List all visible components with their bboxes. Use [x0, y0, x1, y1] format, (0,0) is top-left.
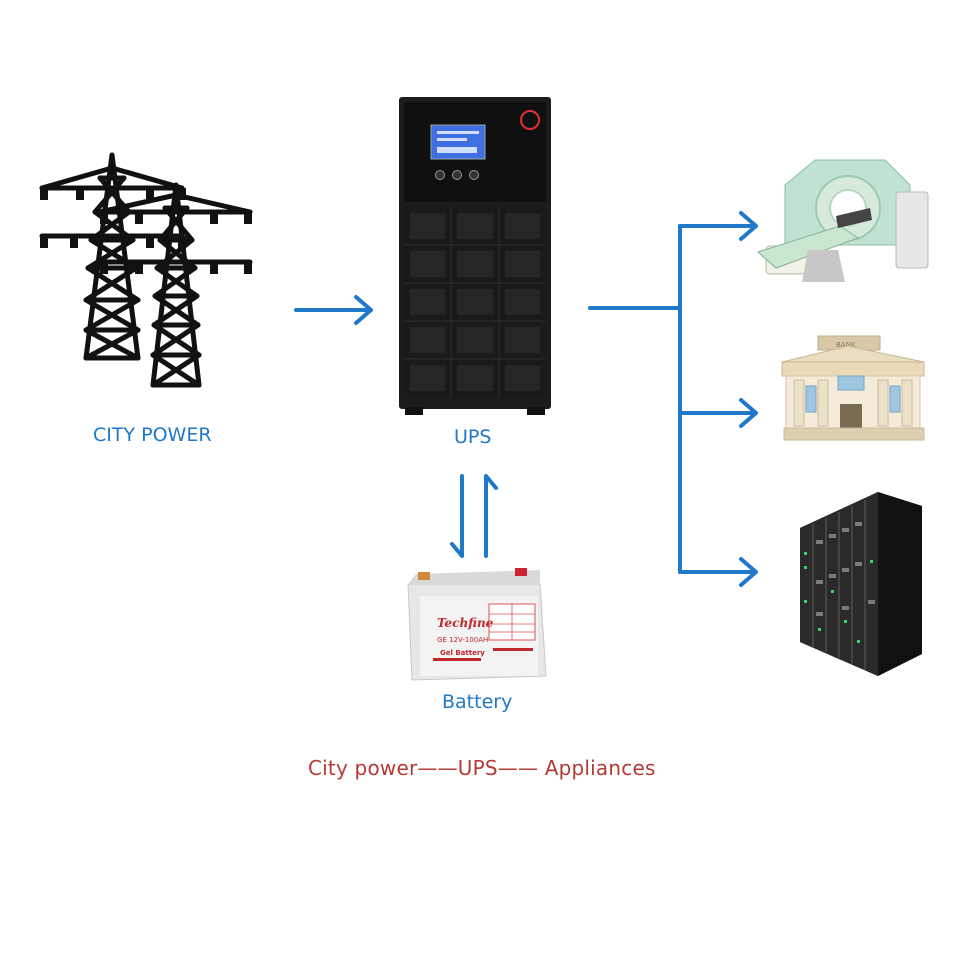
server-rack-icon — [800, 492, 922, 676]
arrow-ups-to-battery — [450, 474, 464, 558]
ct-scanner-icon — [757, 159, 929, 282]
ups-cabinet-icon — [399, 97, 551, 415]
ups-label: UPS — [454, 426, 492, 448]
flow-arrows — [294, 211, 758, 587]
battery-model-print: GE 12V-100AH — [437, 636, 488, 644]
tower-insulators — [40, 188, 252, 274]
ups-lcd-screen — [430, 124, 486, 160]
bank-building-icon: BANK — [781, 335, 925, 441]
arrow-to-datacenter — [678, 557, 758, 587]
city-power-label: CITY POWER — [93, 424, 212, 446]
battery-icon: Techfine GE 12V-100AH Gel Battery — [407, 568, 547, 681]
diagram-caption: City power——UPS—— Appliances — [308, 756, 656, 780]
arrow-city-to-ups — [294, 295, 373, 325]
battery-brand-print: Techfine — [437, 616, 494, 630]
power-tower-icon — [39, 152, 253, 388]
bank-sign-print: BANK — [836, 341, 856, 349]
battery-type-print: Gel Battery — [440, 649, 485, 657]
battery-label: Battery — [442, 691, 513, 713]
arrow-to-bank — [678, 398, 758, 428]
arrow-to-hospital — [678, 211, 758, 241]
arrow-battery-to-ups — [484, 474, 498, 558]
